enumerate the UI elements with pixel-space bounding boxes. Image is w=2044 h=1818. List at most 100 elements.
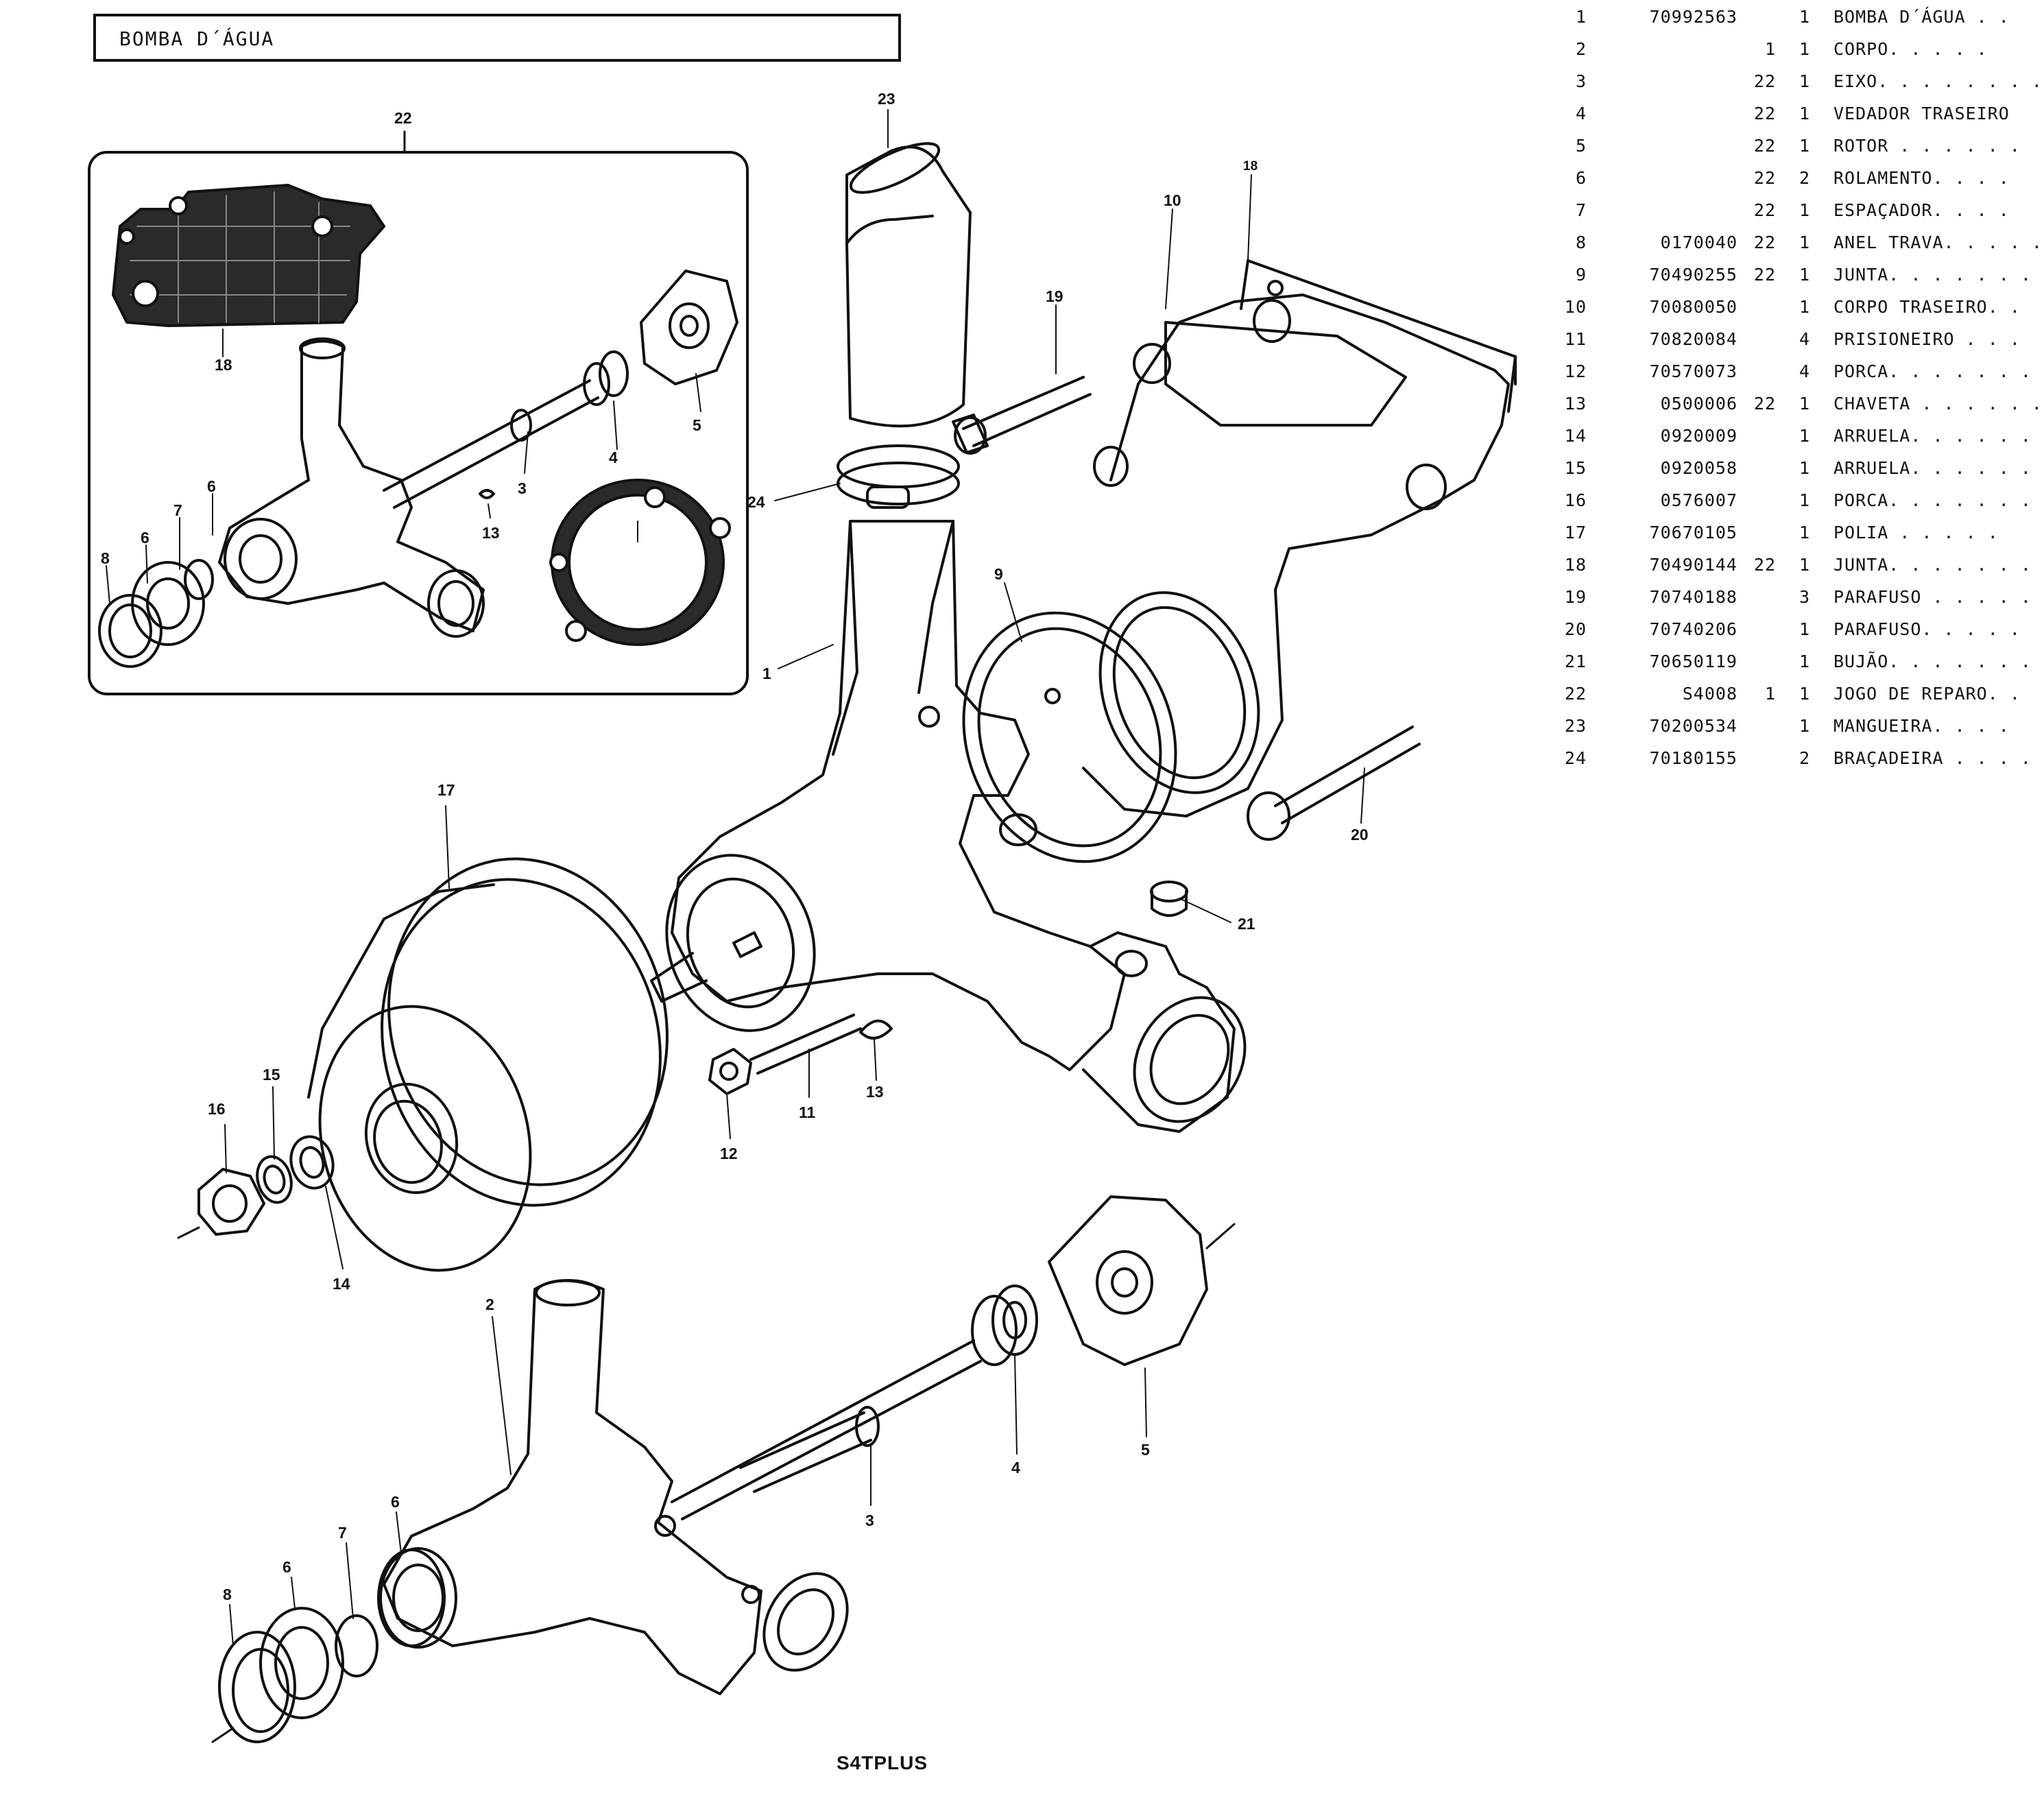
- outlet-port: [1082, 931, 1247, 1133]
- inset-callout-13: 13: [482, 524, 500, 542]
- part-group: 22: [1753, 200, 1776, 220]
- part-code: 70080050: [1649, 297, 1738, 317]
- washer-15: [256, 1155, 293, 1204]
- part-group: 1: [1764, 39, 1776, 59]
- inset-callout-22: 22: [394, 109, 412, 127]
- bearing-6-lower: [259, 1607, 344, 1719]
- part-description: VEDADOR TRASEIRO: [1833, 104, 2010, 123]
- plug-21: [1150, 881, 1188, 917]
- bearing-6-upper: [377, 1548, 446, 1647]
- callout-9: 9: [994, 565, 1003, 583]
- part-description: BOMBA D´ÁGUA . .: [1833, 7, 2010, 27]
- part-quantity: 1: [1799, 7, 1810, 27]
- part-description: BRAÇADEIRA . . . .: [1833, 748, 2032, 768]
- part-item-number: 20: [1564, 619, 1587, 639]
- part-item-number: 3: [1575, 71, 1587, 91]
- bolt-19: [952, 376, 1092, 455]
- callout-4: 4: [1011, 1459, 1020, 1476]
- bearings-inset: [98, 559, 214, 668]
- callout-12: 12: [720, 1145, 738, 1162]
- part-quantity: 1: [1799, 555, 1810, 575]
- part-item-number: 5: [1575, 136, 1587, 156]
- rear-body-10: [1082, 259, 1517, 817]
- part-item-number: 23: [1564, 716, 1587, 736]
- callout-11: 11: [799, 1103, 816, 1121]
- inset-callout-4: 4: [609, 448, 618, 466]
- callout-6-upper: 6: [391, 1493, 400, 1511]
- part-item-number: 21: [1564, 651, 1587, 671]
- callout-6-lower: 6: [282, 1558, 291, 1576]
- part-code: 70670105: [1649, 523, 1738, 542]
- bolt-20: [1247, 726, 1421, 841]
- part-item-number: 11: [1564, 329, 1587, 349]
- part-item-number: 22: [1564, 684, 1587, 704]
- part-group: 22: [1753, 555, 1776, 575]
- page-title: BOMBA D´ÁGUA: [119, 27, 275, 50]
- part-description: CORPO. . . . .: [1833, 39, 1988, 59]
- snap-ring-8: [211, 1631, 296, 1743]
- hose-23: [845, 142, 972, 428]
- pump-body-1: [671, 520, 1126, 1071]
- part-code: 0920009: [1660, 426, 1738, 446]
- part-code: 70740188: [1649, 587, 1738, 607]
- part-quantity: 1: [1799, 71, 1810, 91]
- part-code: 70490255: [1649, 265, 1738, 285]
- part-description: ESPAÇADOR. . . .: [1833, 200, 2010, 220]
- key-13: [859, 1019, 893, 1040]
- part-item-number: 6: [1575, 168, 1587, 188]
- part-quantity: 1: [1799, 297, 1810, 317]
- callout-10: 10: [1164, 191, 1181, 209]
- part-quantity: 1: [1799, 265, 1810, 285]
- part-description: MANGUEIRA. . . .: [1833, 716, 2010, 736]
- callout-16: 16: [208, 1100, 226, 1118]
- part-code: 70650119: [1649, 651, 1738, 671]
- part-quantity: 1: [1799, 619, 1810, 639]
- part-code: 0170040: [1660, 232, 1738, 252]
- part-description: PORCA. . . . . . .: [1833, 361, 2032, 381]
- part-quantity: 1: [1799, 426, 1810, 446]
- part-group: 22: [1753, 104, 1776, 123]
- pulley-17: [307, 857, 669, 1272]
- callout-21: 21: [1238, 915, 1255, 933]
- part-code: 0920058: [1660, 458, 1738, 478]
- clamp-24: [837, 444, 960, 509]
- part-quantity: 1: [1799, 39, 1810, 59]
- washer-14: [289, 1135, 335, 1190]
- part-quantity: 1: [1799, 490, 1810, 510]
- part-quantity: 4: [1799, 361, 1810, 381]
- part-item-number: 8: [1575, 232, 1587, 252]
- part-item-number: 10: [1564, 297, 1587, 317]
- stud-11: [749, 1014, 862, 1075]
- part-item-number: 19: [1564, 587, 1587, 607]
- part-description: POLIA . . . . .: [1833, 523, 1999, 542]
- part-code: 70740206: [1649, 619, 1738, 639]
- seal-4: [971, 1284, 1038, 1366]
- inset-callout-3: 3: [518, 479, 527, 497]
- part-group: 22: [1753, 71, 1776, 91]
- callout-20: 20: [1351, 826, 1369, 844]
- repair-kit-inset: [88, 130, 749, 695]
- part-description: PRISIONEIRO . . .: [1833, 329, 2021, 349]
- callout-7: 7: [338, 1524, 347, 1542]
- part-description: PORCA. . . . . . .: [1833, 490, 2032, 510]
- gasket-18-inset: [112, 184, 385, 327]
- callout-18: 18: [1243, 159, 1258, 174]
- part-item-number: 4: [1575, 104, 1587, 123]
- part-item-number: 7: [1575, 200, 1587, 220]
- inset-callout-18: 18: [215, 356, 232, 374]
- callout-24: 24: [747, 493, 765, 511]
- part-description: ROTOR . . . . . .: [1833, 136, 2021, 156]
- part-quantity: 1: [1799, 200, 1810, 220]
- part-quantity: 1: [1799, 394, 1810, 414]
- part-group: 22: [1753, 265, 1776, 285]
- part-code: 70570073: [1649, 361, 1738, 381]
- part-quantity: 1: [1799, 136, 1810, 156]
- title-box: BOMBA D´ÁGUA: [93, 14, 901, 62]
- callout-labels: 23 1 10 18 19 24 9 20 21 17 11 12 13 16 …: [101, 90, 1369, 1603]
- part-description: ARRUELA. . . . . .: [1833, 426, 2032, 446]
- part-description: CORPO TRASEIRO. .: [1833, 297, 2021, 317]
- part-description: JUNTA. . . . . . . . . .: [1833, 555, 2044, 575]
- callout-8: 8: [223, 1586, 232, 1603]
- part-description: CHAVETA . . . . . .: [1833, 394, 2043, 414]
